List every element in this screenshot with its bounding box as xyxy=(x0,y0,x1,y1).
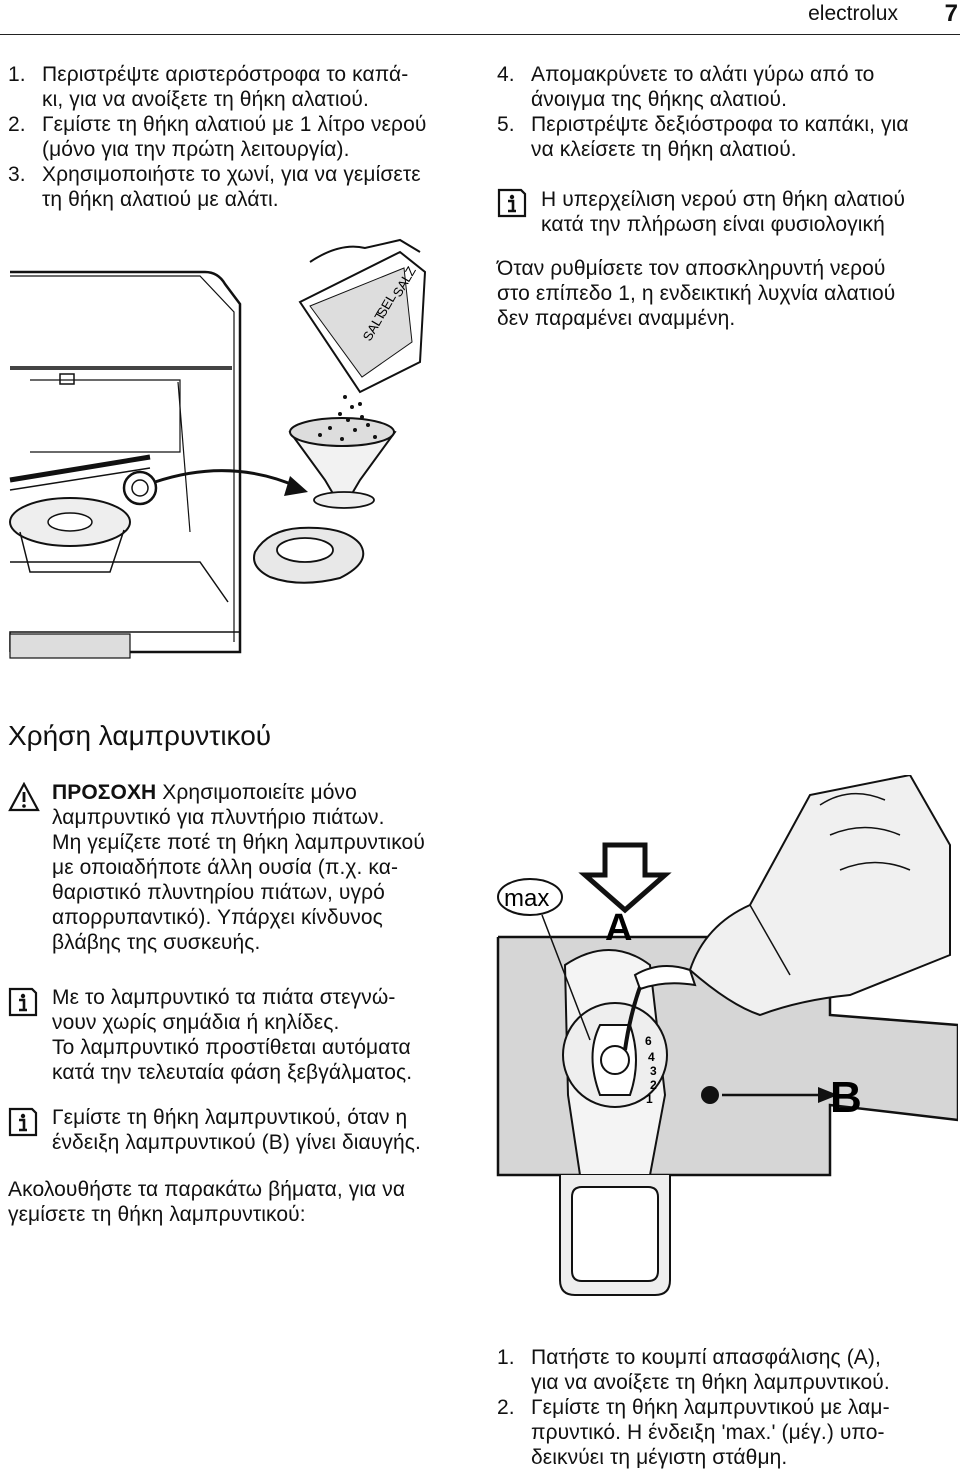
list-item: 2. Γεμίστε τη θήκη αλατιού με 1 λίτρο νε… xyxy=(8,113,427,161)
rinse-steps: 1. Πατήστε το κουμπί απασφάλισης (A), γι… xyxy=(497,1345,957,1470)
list-item: 3. Χρησιμοποιήστε το χωνί, για να γεμίσε… xyxy=(8,163,421,211)
max-label: max xyxy=(504,885,549,912)
dial-number: 4 xyxy=(648,1050,655,1064)
brand-name: electrolux xyxy=(808,2,898,25)
rinse-intro: Ακολουθήστε τα παρακάτω βήματα, για να γ… xyxy=(8,1178,406,1226)
list-item: 5. Περιστρέψτε δεξιόστροφα το καπάκι, γι… xyxy=(497,113,909,161)
salt-illustration: SALT SEL SALZ xyxy=(9,238,427,659)
warning-label: ΠΡΟΣΟΧΗ xyxy=(52,781,157,804)
salt-softener-note: Όταν ρυθμίσετε τον αποσκληρυντή νερού στ… xyxy=(497,257,896,330)
dial-number: 1 xyxy=(646,1092,653,1106)
dial-number: 6 xyxy=(645,1034,652,1048)
dial-number: 3 xyxy=(650,1064,657,1078)
rinse-illustration: 6 4 3 2 1 max A B xyxy=(496,775,958,1296)
label-a: A xyxy=(605,907,632,949)
rinse-info-note: Με το λαμπρυντικό τα πιάτα στεγνώ- νουν … xyxy=(8,985,478,1089)
info-icon xyxy=(497,188,527,218)
page-number: 7 xyxy=(944,0,958,27)
salt-info-note: Η υπερχείλιση νερού στη θήκη αλατιού κατ… xyxy=(497,187,957,241)
list-item: 2. Γεμίστε τη θήκη λαμπρυντικού με λαμ- … xyxy=(497,1396,890,1469)
indicator-light xyxy=(701,1086,719,1104)
list-item: 1. Πατήστε το κουμπί απασφάλισης (A), γι… xyxy=(497,1346,890,1394)
label-b: B xyxy=(830,1073,862,1122)
header-rule xyxy=(0,34,960,35)
salt-steps-left: 1. Περιστρέψτε αριστερόστροφα το καπά- κ… xyxy=(8,62,478,212)
rinse-indicator-note: Γεμίστε τη θήκη λαμπρυντικού, όταν η ένδ… xyxy=(8,1105,478,1159)
info-icon xyxy=(8,987,38,1017)
info-icon xyxy=(8,1107,38,1137)
list-item: 1. Περιστρέψτε αριστερόστροφα το καπά- κ… xyxy=(8,63,409,111)
section-title: Χρήση λαμπρυντικού xyxy=(8,720,272,751)
page-header: electrolux 7 xyxy=(0,0,960,34)
salt-steps-right: 4. Απομακρύνετε το αλάτι γύρω από το άνο… xyxy=(497,62,957,162)
warning-note: ΠΡΟΣΟΧΗ Χρησιμοποιείτε μόνο λαμπρυντικό … xyxy=(8,780,478,964)
dial-number: 2 xyxy=(650,1078,657,1092)
warning-icon xyxy=(8,782,40,812)
list-item: 4. Απομακρύνετε το αλάτι γύρω από το άνο… xyxy=(497,63,875,111)
